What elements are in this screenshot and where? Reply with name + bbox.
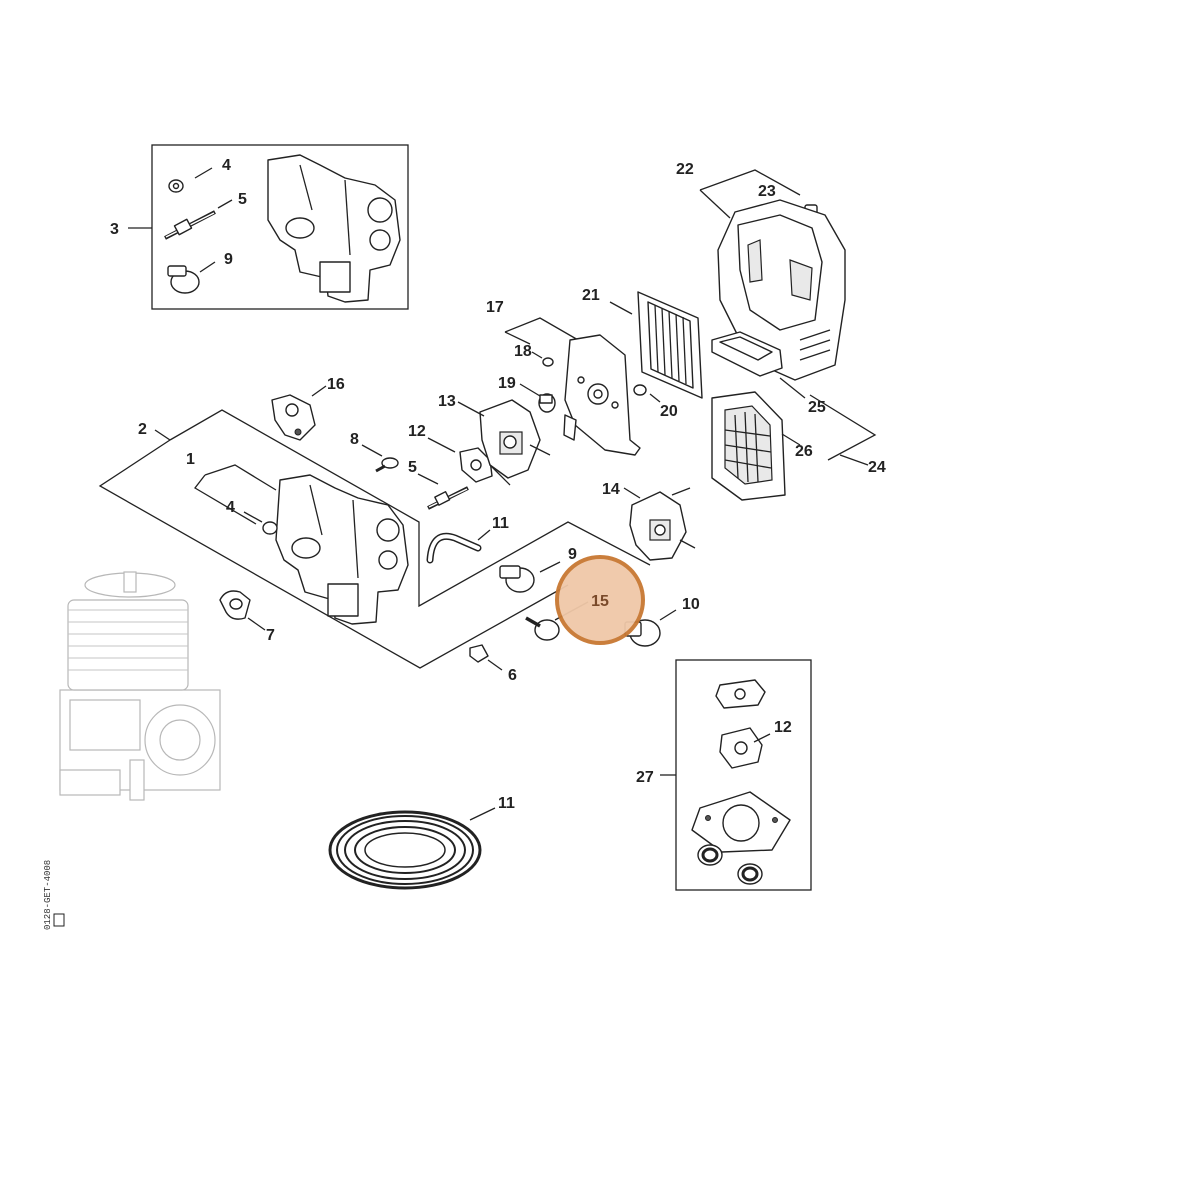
callout-18: 18 bbox=[514, 343, 532, 360]
callout-13: 13 bbox=[438, 393, 456, 410]
assembly-box-3 bbox=[128, 144, 409, 310]
nut-icon bbox=[542, 357, 554, 367]
carburetor-icon bbox=[479, 399, 551, 486]
cylinder-gasket-icon bbox=[691, 791, 791, 853]
housing-icon bbox=[267, 154, 401, 303]
callout-11: 11 bbox=[498, 795, 515, 812]
callout-12: 12 bbox=[774, 719, 792, 736]
screw-icon bbox=[375, 457, 399, 473]
callout-19: 19 bbox=[498, 375, 516, 392]
fuel-line-coil-icon bbox=[328, 810, 482, 890]
engine-background bbox=[59, 571, 221, 801]
bushing-icon bbox=[538, 393, 556, 413]
callout-9: 9 bbox=[568, 546, 577, 563]
throttle-part-icon bbox=[271, 394, 316, 441]
choke-lever-icon bbox=[525, 616, 560, 641]
callout-26: 26 bbox=[795, 443, 813, 460]
primer-bulb-icon bbox=[499, 565, 535, 593]
callout-23: 23 bbox=[758, 183, 776, 200]
callout-11: 11 bbox=[492, 515, 509, 532]
callout-7: 7 bbox=[266, 627, 275, 644]
filter-tray-icon bbox=[711, 331, 783, 377]
callout-20: 20 bbox=[660, 403, 678, 420]
callout-21: 21 bbox=[582, 287, 600, 304]
document-code: 0128-GET-4008 bbox=[43, 860, 53, 930]
callout-2: 2 bbox=[138, 421, 147, 438]
callout-5: 5 bbox=[408, 459, 417, 476]
callout-4: 4 bbox=[226, 499, 235, 516]
callout-25: 25 bbox=[808, 399, 826, 416]
filter-element-icon bbox=[711, 391, 786, 501]
callout-labels: 4 5 3 9 22 23 21 17 18 19 16 13 20 25 2 … bbox=[110, 157, 886, 812]
screw-icon bbox=[164, 210, 216, 240]
seal-icon bbox=[697, 844, 723, 866]
screw-icon bbox=[427, 486, 469, 510]
gasket-icon bbox=[719, 727, 763, 769]
callout-12: 12 bbox=[408, 423, 426, 440]
callout-5: 5 bbox=[238, 191, 247, 208]
callout-6: 6 bbox=[508, 667, 517, 684]
assembly-frame-2 bbox=[98, 409, 651, 669]
gasket-icon bbox=[715, 679, 766, 709]
seal-icon bbox=[737, 863, 763, 885]
callout-16: 16 bbox=[327, 376, 345, 393]
carburetor-icon bbox=[629, 487, 696, 561]
air-filter-base-icon bbox=[563, 334, 641, 456]
callout-27: 27 bbox=[636, 769, 654, 786]
highlight-marker-15[interactable]: 15 bbox=[555, 555, 645, 645]
air-filter-element-icon bbox=[637, 291, 703, 399]
nut-icon bbox=[633, 384, 647, 396]
callout-8: 8 bbox=[350, 431, 359, 448]
callout-1: 1 bbox=[186, 451, 195, 468]
clip-icon bbox=[469, 644, 489, 663]
callout-24: 24 bbox=[868, 459, 886, 476]
callout-9: 9 bbox=[224, 251, 233, 268]
callout-15: 15 bbox=[591, 593, 609, 610]
callout-22: 22 bbox=[676, 161, 694, 178]
nut-icon bbox=[262, 521, 278, 535]
primer-bulb-icon bbox=[167, 265, 200, 294]
callout-17: 17 bbox=[486, 299, 504, 316]
gasket-icon bbox=[459, 447, 493, 483]
callout-14: 14 bbox=[602, 481, 620, 498]
assembly-box-27 bbox=[660, 659, 812, 891]
air-filter-cover-icon bbox=[717, 199, 846, 381]
callout-4: 4 bbox=[222, 157, 231, 174]
doc-code-text: 0128-GET-4008 bbox=[43, 860, 53, 930]
housing-main-icon bbox=[275, 474, 409, 625]
bracket-icon bbox=[219, 590, 251, 620]
callout-10: 10 bbox=[682, 596, 700, 613]
callout-3: 3 bbox=[110, 221, 119, 238]
